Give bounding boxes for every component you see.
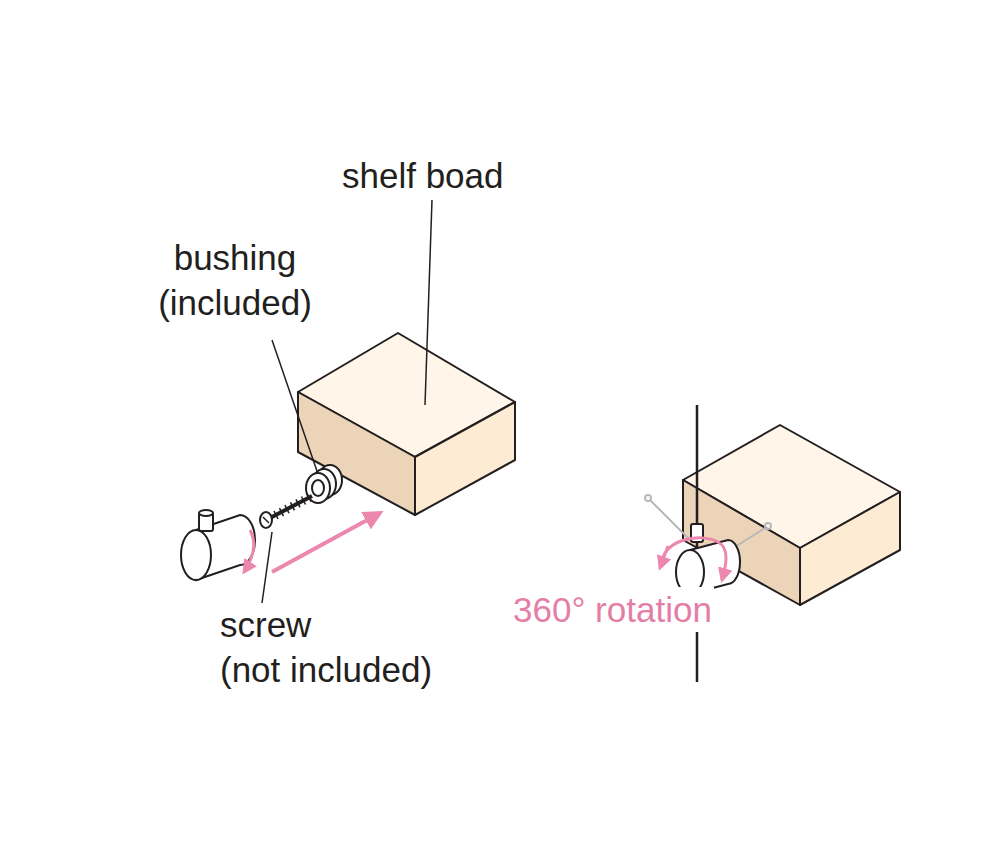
- wire-fitting-mounted: [676, 524, 740, 594]
- part-label: bushing (included): [158, 235, 312, 325]
- wire-fitting: [181, 510, 255, 580]
- rotate-arrow: [244, 530, 254, 572]
- part-label: screw (not included): [220, 602, 432, 692]
- part-label: shelf boad: [342, 153, 504, 198]
- insert-arrow: [272, 513, 380, 572]
- part-label: 360° rotation: [511, 587, 714, 632]
- rotation-arrow: [662, 538, 726, 580]
- shelf-board-right: [683, 425, 900, 605]
- ghost-wire: [645, 495, 771, 550]
- shelf-board-left: [298, 333, 515, 515]
- screw: [260, 494, 312, 528]
- rotation-arrow-tail: [660, 546, 668, 568]
- wire: [696, 405, 699, 682]
